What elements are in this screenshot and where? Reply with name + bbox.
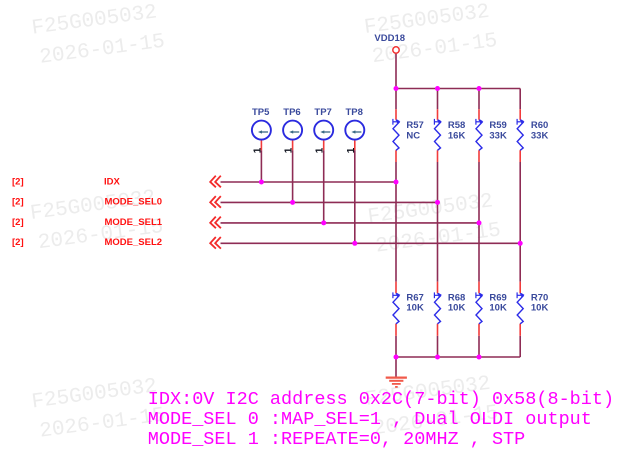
svg-text:MODE_SEL 1 :REPEATE=0, 20MHZ ,: MODE_SEL 1 :REPEATE=0, 20MHZ , STP [148,429,525,450]
svg-text:[2]: [2] [12,177,24,188]
svg-text:NC: NC [406,130,420,141]
svg-text:TP7: TP7 [314,107,331,118]
svg-text:R68: R68 [448,293,465,304]
svg-text:MODE_SEL2: MODE_SEL2 [105,237,163,248]
svg-text:R69: R69 [489,293,506,304]
svg-text:R59: R59 [489,120,506,131]
svg-text:[2]: [2] [12,197,24,208]
svg-text:[2]: [2] [12,237,24,248]
svg-text:10K: 10K [531,303,549,314]
svg-text:TP5: TP5 [252,107,270,118]
svg-text:10K: 10K [448,303,466,314]
svg-text:TP8: TP8 [346,107,363,118]
svg-text:R60: R60 [531,120,548,131]
svg-text:10K: 10K [406,303,424,314]
svg-text:IDX: IDX [104,177,121,188]
svg-text:33K: 33K [531,130,549,141]
svg-text:MODE_SEL 0 :MAP_SEL=1 , Dual O: MODE_SEL 0 :MAP_SEL=1 , Dual OLDI output [148,409,592,430]
svg-text:MODE_SEL0: MODE_SEL0 [105,197,163,208]
svg-text:R58: R58 [448,120,465,131]
svg-text:10K: 10K [489,303,507,314]
svg-text:MODE_SEL1: MODE_SEL1 [105,217,163,228]
svg-text:1: 1 [252,147,263,153]
svg-text:16K: 16K [448,130,466,141]
svg-text:1: 1 [346,147,357,153]
svg-text:33K: 33K [489,130,507,141]
svg-text:1: 1 [315,147,326,153]
svg-text:1: 1 [284,147,295,153]
svg-text:TP6: TP6 [283,107,300,118]
svg-text:R70: R70 [531,293,548,304]
svg-text:[2]: [2] [12,217,24,228]
svg-text:R57: R57 [406,120,423,131]
svg-text:VDD18: VDD18 [374,33,405,44]
svg-text:R67: R67 [406,293,423,304]
svg-text:IDX:0V I2C address 0x2C(7-bit): IDX:0V I2C address 0x2C(7-bit) 0x58(8-bi… [148,389,614,410]
